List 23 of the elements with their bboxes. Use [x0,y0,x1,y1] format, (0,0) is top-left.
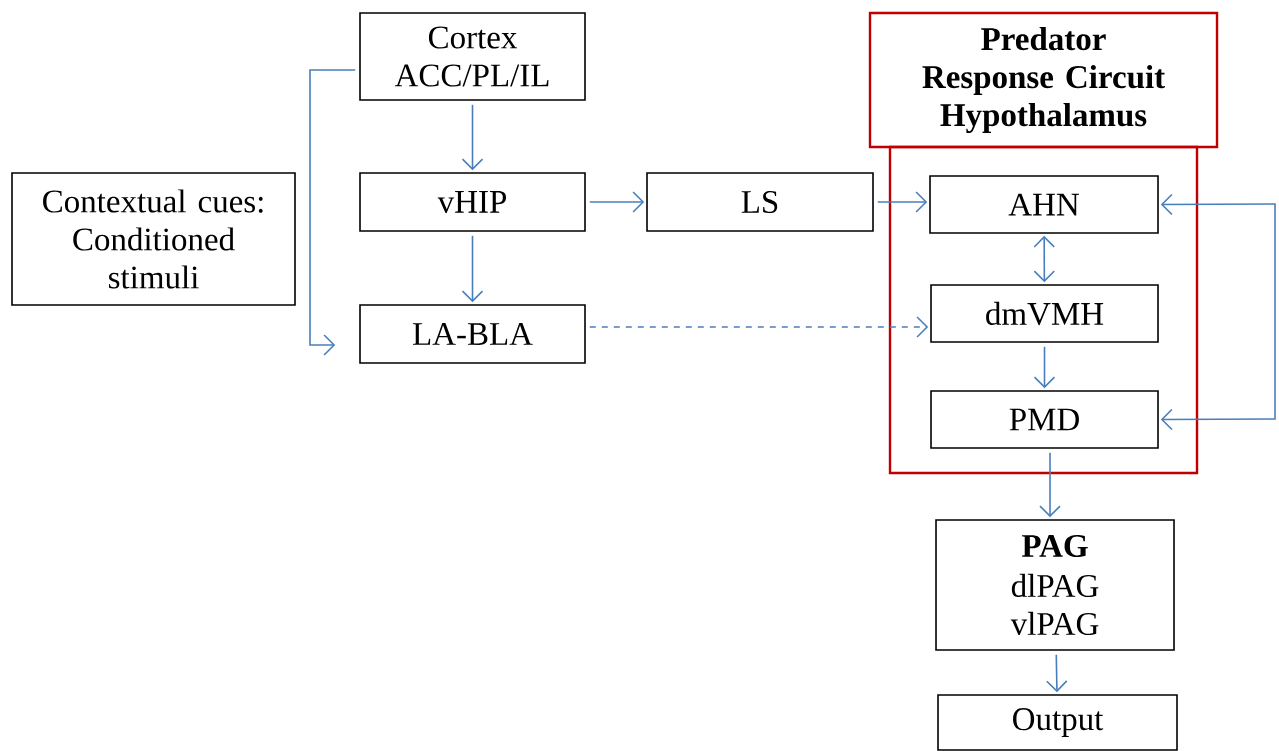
process-box: Cortex ACC/PL/IL [359,12,586,101]
arrow [461,104,484,171]
process-box: LS [646,172,874,232]
region-frame [888,145,1199,475]
arrow [1045,654,1068,693]
arrow [877,191,928,213]
process-box: Contextual cues: Conditioned stimuli [11,172,296,306]
process-box: PAG dlPAG vlPAG [935,519,1175,651]
arrow [1039,452,1061,518]
double-arrow [1160,193,1276,431]
arrow [589,191,645,213]
process-box: dmVMH [930,284,1159,343]
process-box: PMD [930,390,1159,449]
title-box: Predator Response Circuit Hypothalamus [868,11,1219,149]
arrow [461,235,484,303]
arrow [1033,346,1056,389]
double-arrow [1033,235,1056,283]
arrow [309,69,356,356]
process-box: Output [937,694,1178,751]
dashed-arrow [589,316,929,338]
process-box: LA-BLA [359,304,586,364]
process-box: vHIP [359,172,586,232]
process-box: AHN [929,175,1159,234]
